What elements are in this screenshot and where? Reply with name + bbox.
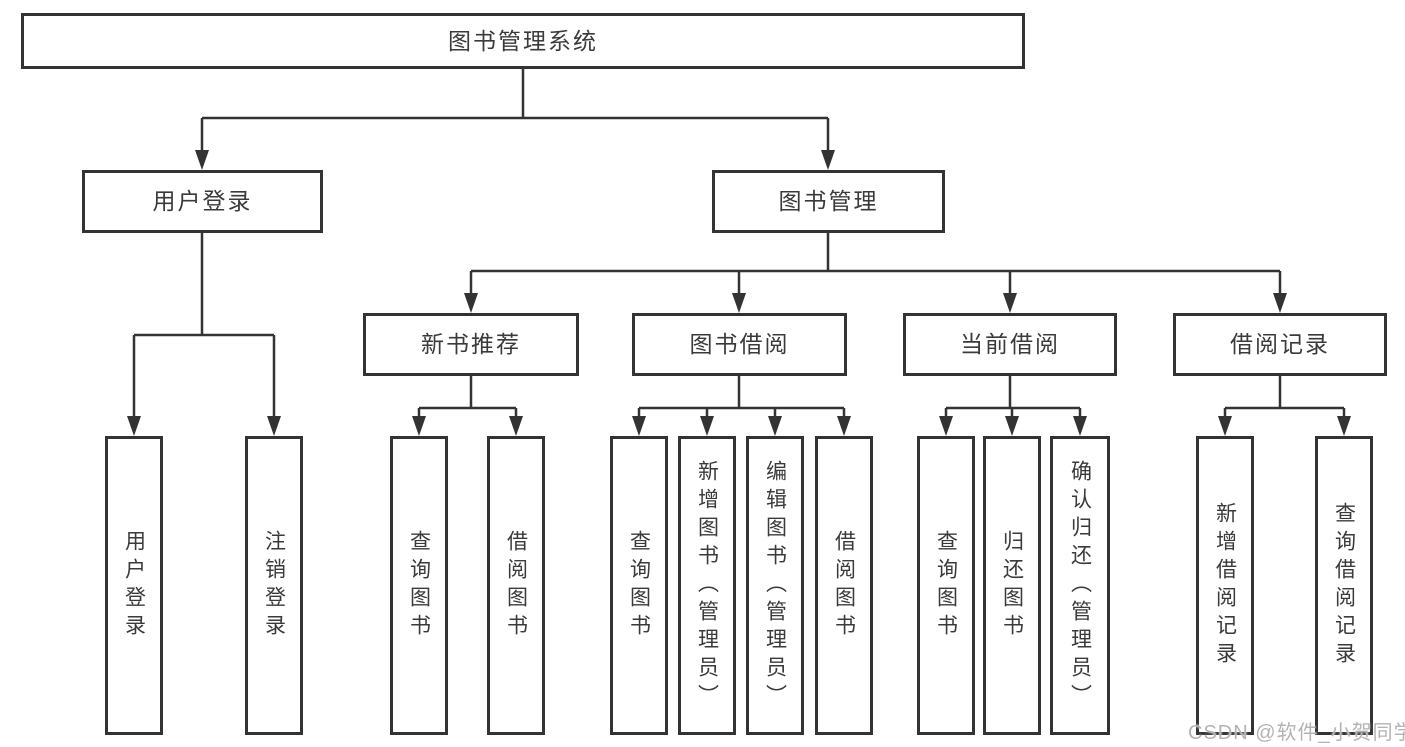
node-current-borrow: 当前借阅 [903,313,1117,376]
node-borrow-records: 借阅记录 [1173,313,1387,376]
leaf-borrow-books-recommend: 借阅图书 [487,436,545,735]
node-root-system: 图书管理系统 [21,13,1025,69]
leaf-query-books-recommend: 查询图书 [390,436,448,735]
leaf-query-books-borrow: 查询图书 [610,436,668,735]
node-book-borrow: 图书借阅 [632,313,847,376]
leaf-add-borrow-record: 新增借阅记录 [1196,436,1254,735]
csdn-watermark: CSDN @软件_小贺同学 [1188,722,1405,744]
node-user-login: 用户登录 [82,170,323,233]
leaf-edit-books-admin: 编辑图书（管理员） [746,436,804,735]
leaf-return-books: 归还图书 [983,436,1041,735]
leaf-logout: 注销登录 [245,436,303,735]
leaf-add-books-admin: 新增图书（管理员） [678,436,736,735]
leaf-query-borrow-record: 查询借阅记录 [1315,436,1373,735]
leaf-borrow-books: 借阅图书 [815,436,873,735]
leaf-confirm-return-admin: 确认归还（管理员） [1050,436,1110,735]
leaf-query-books-current: 查询图书 [917,436,975,735]
node-new-book-recommend: 新书推荐 [363,313,579,376]
node-book-management: 图书管理 [712,170,945,233]
leaf-user-login: 用户登录 [105,436,163,735]
